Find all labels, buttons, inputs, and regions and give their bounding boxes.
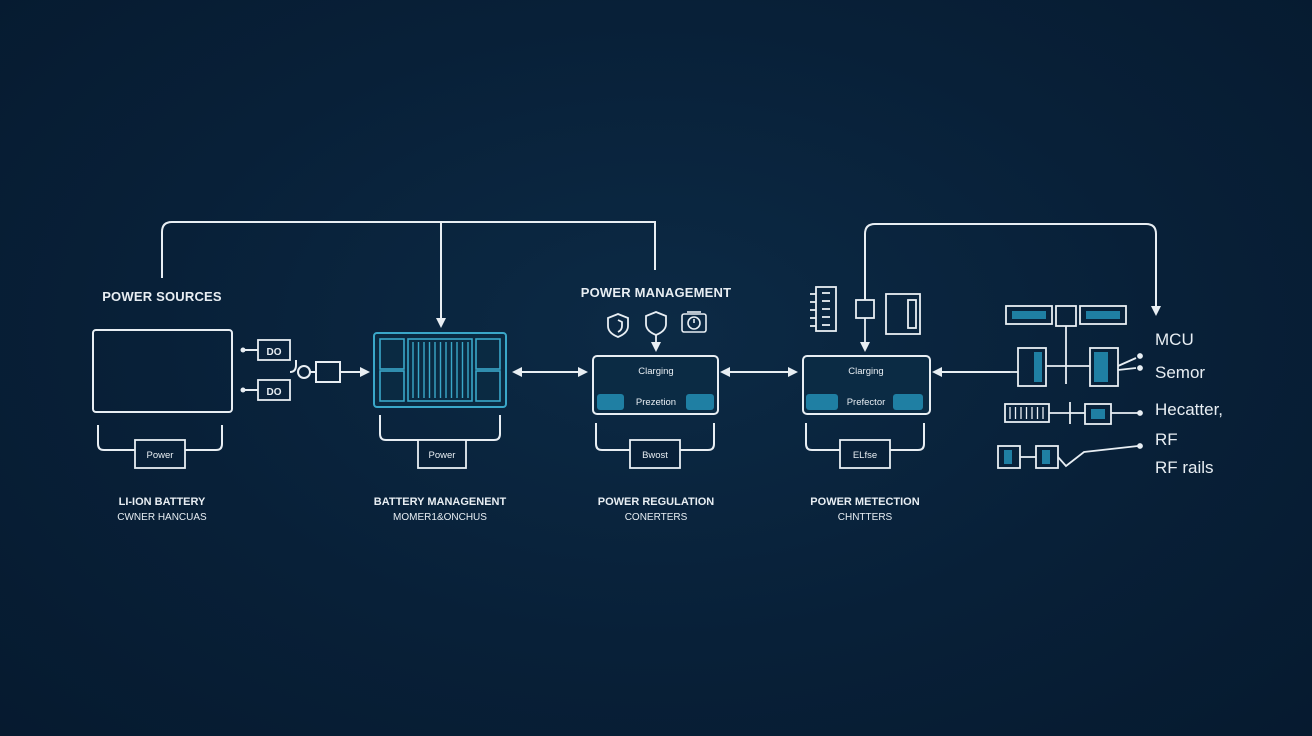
- stage-power-sources: POWER SOURCES Power LI-ION BATTERY CWNER…: [92, 289, 370, 523]
- detection-label-1: POWER METECTION: [810, 496, 919, 508]
- management-led-right: [686, 394, 714, 410]
- output-switch: [1055, 305, 1077, 327]
- stage-battery-management: Power BATTERY MANAGENENT MOMER1&ONCHUS: [373, 332, 507, 523]
- top-loop-left: [161, 221, 656, 278]
- plug-top-label: DO: [267, 347, 282, 358]
- detection-label-2: CHNTTERS: [838, 512, 893, 523]
- output-bar-left: [1005, 305, 1053, 325]
- plug-top: DO: [240, 339, 291, 361]
- detection-tag-label: ELfse: [853, 450, 877, 461]
- battery-power-tag: [417, 439, 467, 469]
- connector-to-battery: [289, 360, 370, 383]
- output-module-a: [1017, 347, 1047, 387]
- battery-panel: [92, 329, 233, 413]
- management-charging: Clarging: [638, 366, 673, 377]
- management-protection: Prezetion: [636, 397, 676, 408]
- shield-icon: [607, 313, 629, 338]
- output-capacitor: [1084, 403, 1112, 425]
- management-boost-label: Bwost: [642, 450, 668, 461]
- stage-power-management: POWER MANAGEMENT Clarging Prezetion Bwos…: [581, 285, 732, 523]
- plug-bottom: DO: [240, 379, 291, 401]
- stage-power-detection: Clarging Prefector ELfse POWER METECTION…: [802, 286, 931, 523]
- detection-tag: [839, 439, 891, 469]
- management-boost-tag: [629, 439, 681, 469]
- plug-bottom-label: DO: [267, 387, 282, 398]
- sensor-box: [855, 299, 875, 352]
- detection-led-left: [806, 394, 838, 410]
- management-label-1: POWER REGULATION: [598, 496, 715, 508]
- output-label-rf-rails: RF rails: [1155, 458, 1214, 477]
- sources-label-1: LI-ION BATTERY: [119, 496, 206, 508]
- power-sources-title: POWER SOURCES: [102, 289, 222, 304]
- battery-label-2: MOMER1&ONCHUS: [393, 512, 487, 523]
- output-bar-right: [1079, 305, 1127, 325]
- top-routing-lines: [161, 221, 1161, 328]
- sources-label-2: CWNER HANCUAS: [117, 512, 207, 523]
- management-title: POWER MANAGEMENT: [581, 285, 732, 300]
- timer-icon: [681, 311, 707, 333]
- detection-charging: Clarging: [848, 366, 883, 377]
- sources-power-tag-label: Power: [147, 450, 174, 461]
- output-label-sensor: Semor: [1155, 363, 1205, 382]
- output-label-rf: RF: [1155, 430, 1178, 449]
- battery-bracket: [379, 415, 501, 441]
- management-led-left: [597, 394, 624, 410]
- connector-icon: [810, 286, 837, 332]
- stage-outputs: [997, 305, 1143, 469]
- management-label-2: CONERTERS: [625, 512, 688, 523]
- battery-label-1: BATTERY MANAGENENT: [374, 496, 507, 508]
- chip-icon: [885, 293, 921, 335]
- battery-power-tag-label: Power: [429, 450, 456, 461]
- detection-protection: Prefector: [847, 397, 886, 408]
- output-label-mcu: MCU: [1155, 330, 1194, 349]
- output-module-b: [1089, 347, 1119, 387]
- output-label-heater: Hecatter,: [1155, 400, 1223, 419]
- shield-arrow-icon: [645, 311, 667, 352]
- output-labels: MCU Semor Hecatter, RF RF rails: [1155, 330, 1223, 477]
- sources-power-tag: [134, 439, 186, 469]
- top-loop-right: [864, 223, 1161, 316]
- detection-led-right: [893, 394, 923, 410]
